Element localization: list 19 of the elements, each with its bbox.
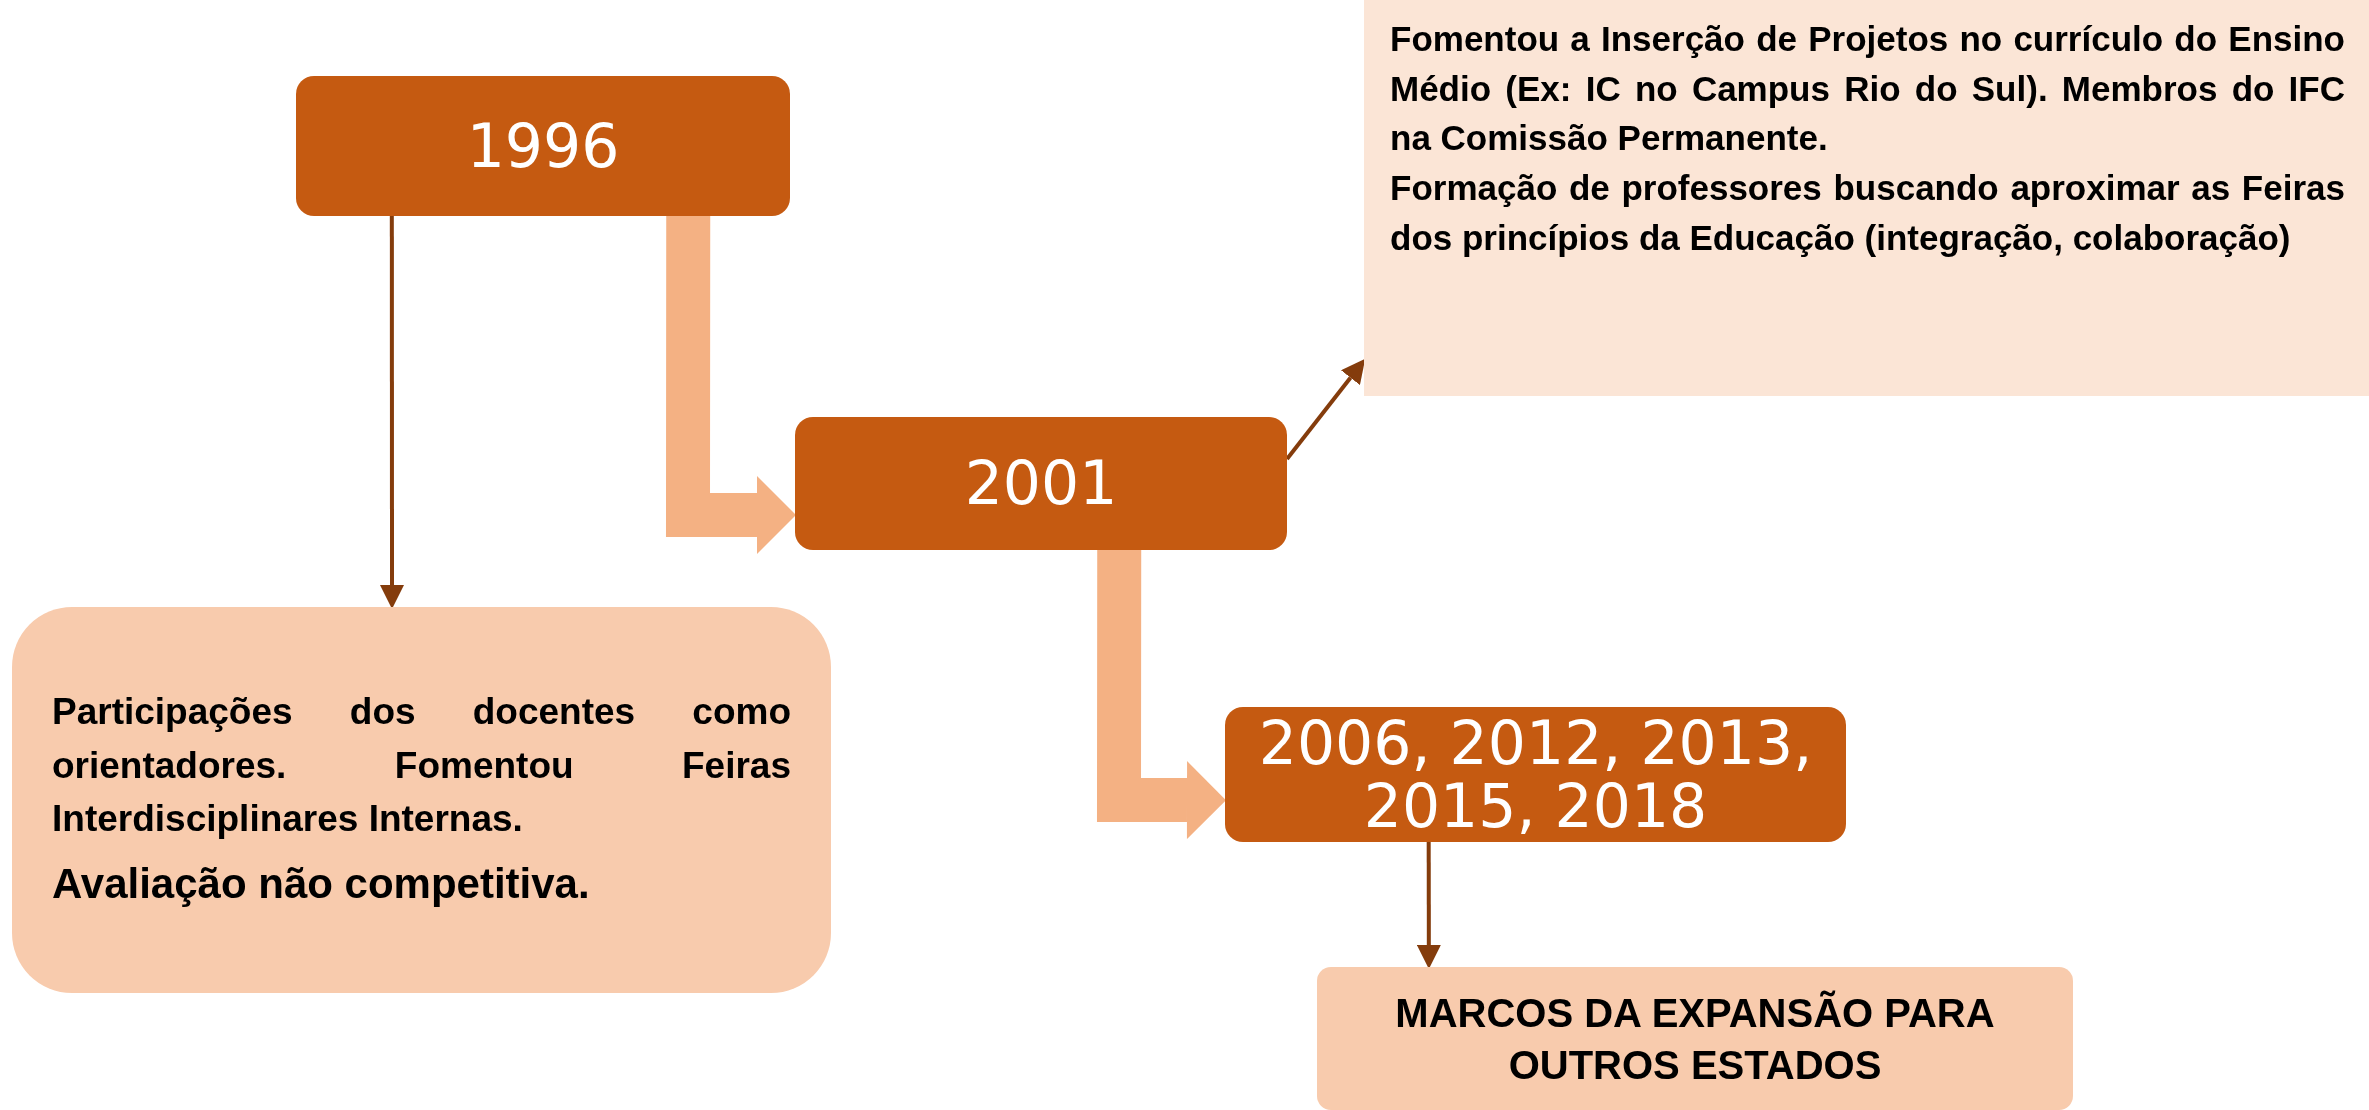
arrow xyxy=(1416,842,1441,969)
arrow xyxy=(666,215,796,554)
arrow xyxy=(380,216,404,609)
arrow xyxy=(1285,358,1366,461)
note-box xyxy=(12,607,831,993)
box-text: 2006, 2012, 2013, 2015, 2018 xyxy=(1257,711,1814,838)
box-text: 1996 xyxy=(465,114,621,178)
box-text: Avaliação não competitiva. xyxy=(52,859,591,909)
note-box xyxy=(1364,0,2369,396)
box-text: 2001 xyxy=(963,452,1119,515)
box-text: Participações dos docentes como orientadores. Fomentou Feiras Interdisciplinares Internas. xyxy=(52,690,791,842)
years-box xyxy=(1225,707,1846,842)
year-box xyxy=(795,417,1287,550)
box-text: MARCOS DA EXPANSÃO PARA OUTROS ESTADOS xyxy=(1394,989,1996,1089)
box-text: Fomentou a Inserção de Projetos no currículo do Ensino Médio (Ex: IC no Campus Rio do Sul). Membros do IFC na Comissão Permanente. xyxy=(1390,18,2345,160)
year-box xyxy=(296,76,790,216)
arrow xyxy=(1096,549,1226,840)
box-text: Formação de professores buscando aproximar as Feiras dos princípios da Educação (integração, colaboração) xyxy=(1390,167,2345,259)
milestone-box xyxy=(1317,967,2073,1110)
